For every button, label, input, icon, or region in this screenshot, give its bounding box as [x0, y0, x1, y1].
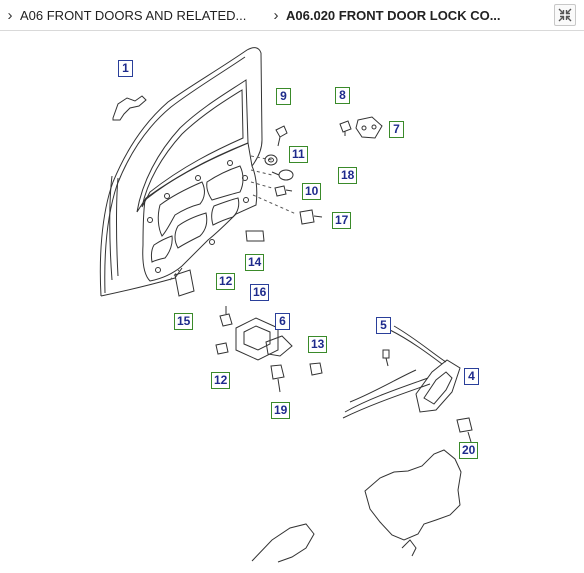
part-19-bolt [270, 364, 285, 393]
breadcrumb-item-front-doors[interactable]: A06 FRONT DOORS AND RELATED... [20, 7, 247, 23]
part-12-clip-lower [215, 342, 229, 355]
chevron-right-icon[interactable]: › [7, 6, 13, 24]
callout-5[interactable]: 5 [376, 317, 391, 334]
collapse-button[interactable] [554, 4, 576, 26]
callout-12-lower[interactable]: 12 [211, 372, 231, 389]
part-20-screw [456, 417, 473, 443]
callout-6[interactable]: 6 [275, 313, 290, 330]
callout-14[interactable]: 14 [245, 254, 265, 271]
part-15-seal [174, 269, 195, 297]
part-1-bracket [112, 95, 147, 121]
breadcrumb-bar: › A06 FRONT DOORS AND RELATED... › A06.0… [0, 0, 584, 31]
callout-9[interactable]: 9 [276, 88, 291, 105]
part-17-bolt [299, 209, 323, 225]
part-14-pad [245, 230, 265, 242]
part-13-nut [309, 362, 323, 376]
door-frame-outline [99, 47, 263, 297]
callout-20[interactable]: 20 [459, 442, 479, 459]
parts-diagram: 1 9 8 7 11 18 10 17 14 15 12 16 6 13 12 … [0, 31, 584, 573]
part-5-clip [382, 349, 390, 367]
part-10-screw [274, 185, 293, 197]
inner-door-panel [142, 142, 258, 282]
collapse-arrows-icon [558, 8, 572, 22]
callout-4[interactable]: 4 [464, 368, 479, 385]
callout-13[interactable]: 13 [308, 336, 328, 353]
callout-18[interactable]: 18 [338, 167, 358, 184]
callout-11[interactable]: 11 [289, 146, 308, 163]
diagram-drawing [99, 47, 473, 563]
callout-8[interactable]: 8 [335, 87, 350, 104]
breadcrumb-item-front-door-lock[interactable]: A06.020 FRONT DOOR LOCK CO... [286, 7, 501, 23]
part-18-plug [271, 169, 294, 181]
part-9-bolt [275, 125, 288, 147]
callout-16[interactable]: 16 [250, 284, 270, 301]
callout-7[interactable]: 7 [389, 121, 404, 138]
chevron-right-icon: › [273, 6, 279, 24]
part-6-rod-clip [265, 335, 293, 357]
lower-door-panel-outline [251, 449, 462, 563]
part-4-lock-assembly [342, 325, 461, 419]
part-8-bolt [339, 120, 352, 136]
callout-12-upper[interactable]: 12 [216, 273, 236, 290]
callout-15[interactable]: 15 [174, 313, 194, 330]
part-16-handle [235, 317, 279, 361]
part-7-striker [355, 116, 383, 139]
callout-10[interactable]: 10 [302, 183, 322, 200]
part-11-clip [264, 154, 278, 166]
part-12-clip-upper [219, 306, 233, 327]
callout-17[interactable]: 17 [332, 212, 352, 229]
callout-1[interactable]: 1 [118, 60, 133, 77]
callout-19[interactable]: 19 [271, 402, 291, 419]
